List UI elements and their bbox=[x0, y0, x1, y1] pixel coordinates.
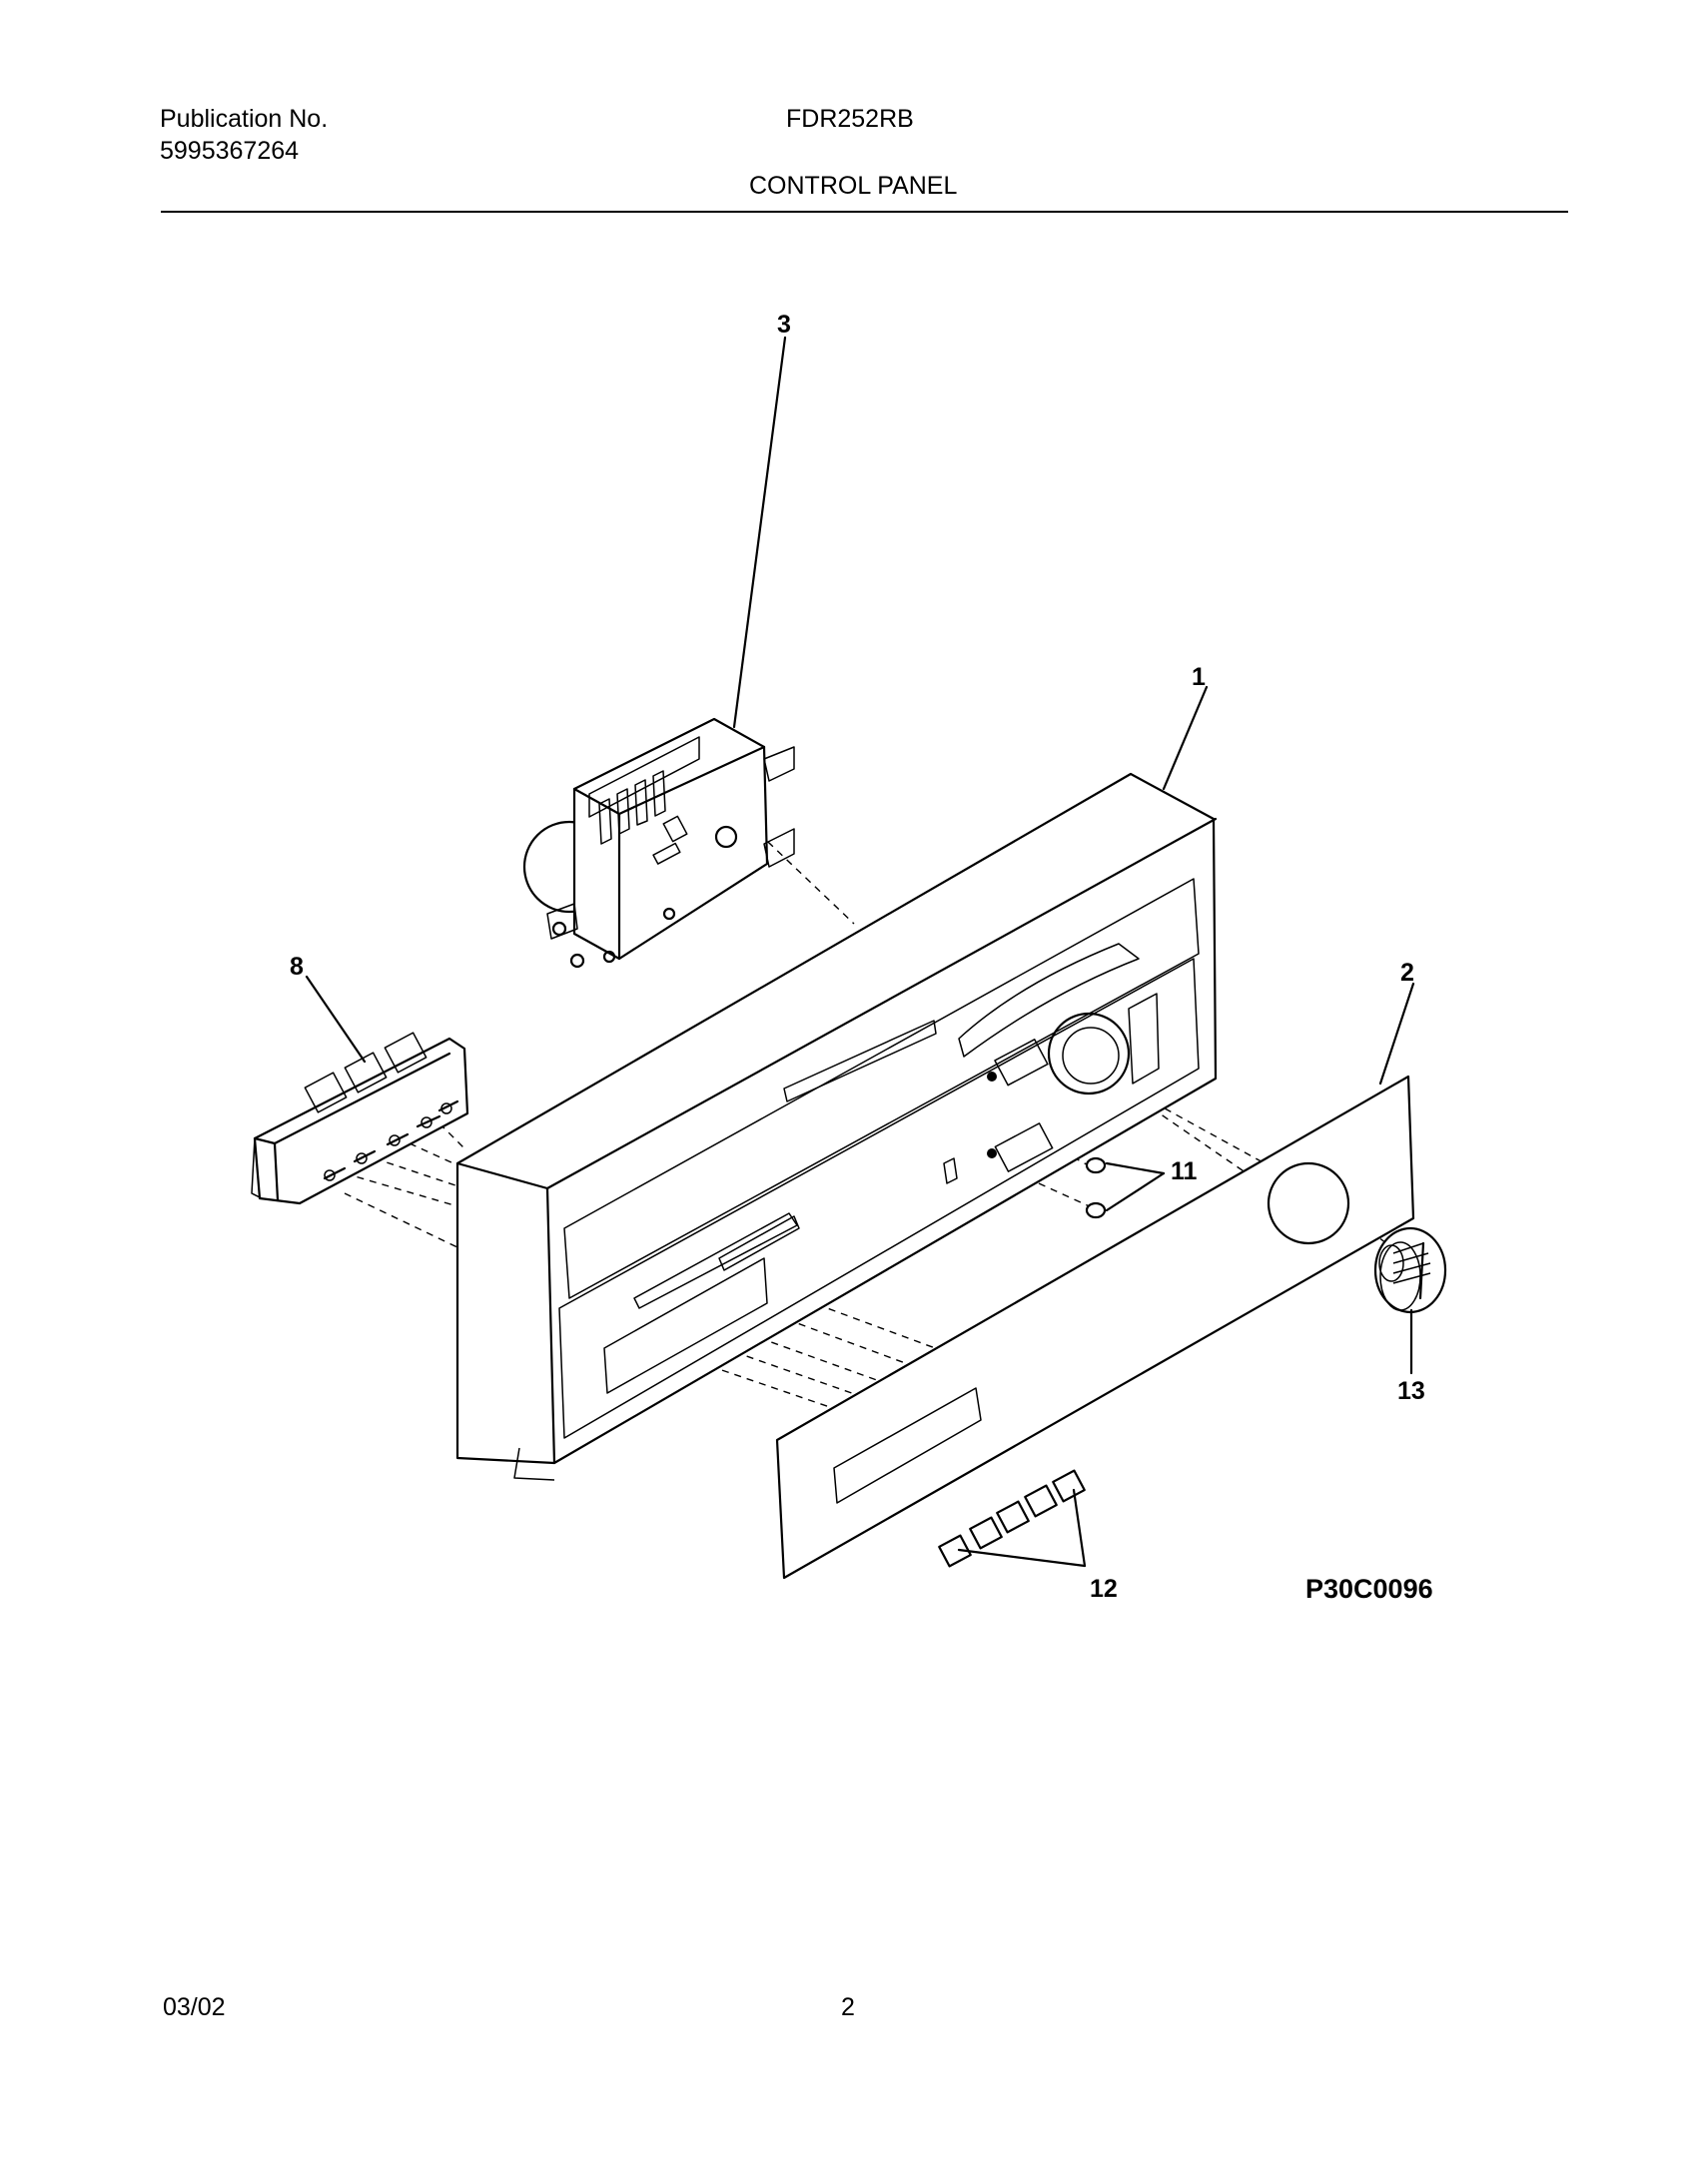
callout-11: 11 bbox=[1171, 1157, 1198, 1185]
drawing-code: P30C0096 bbox=[1305, 1574, 1433, 1604]
indicator-lights bbox=[1085, 1156, 1107, 1219]
section-title: CONTROL PANEL bbox=[749, 172, 958, 200]
control-overlay bbox=[775, 1075, 1415, 1580]
switch-assembly bbox=[251, 1032, 469, 1205]
model-number: FDR252RB bbox=[786, 105, 914, 133]
callout-12: 12 bbox=[1090, 1575, 1118, 1603]
callout-2: 2 bbox=[1400, 959, 1414, 987]
control-knob bbox=[1373, 1226, 1447, 1314]
publication-date: 03/02 bbox=[163, 1993, 226, 2021]
timer-assembly bbox=[522, 717, 795, 969]
push-buttons bbox=[938, 1469, 1086, 1568]
publication-label: Publication No. bbox=[160, 105, 329, 133]
callout-numbers: 3 1 2 8 11 12 13 P30C0096 bbox=[290, 311, 1433, 1604]
callout-leaders bbox=[305, 336, 1415, 1568]
control-panel-housing bbox=[455, 772, 1218, 1481]
callout-3: 3 bbox=[777, 311, 791, 339]
callout-1: 1 bbox=[1192, 663, 1206, 691]
publication-number: 5995367264 bbox=[160, 137, 300, 165]
callout-8: 8 bbox=[290, 953, 304, 981]
page-number: 2 bbox=[841, 1993, 855, 2021]
header-rule bbox=[161, 211, 1568, 213]
callout-13: 13 bbox=[1397, 1377, 1425, 1405]
